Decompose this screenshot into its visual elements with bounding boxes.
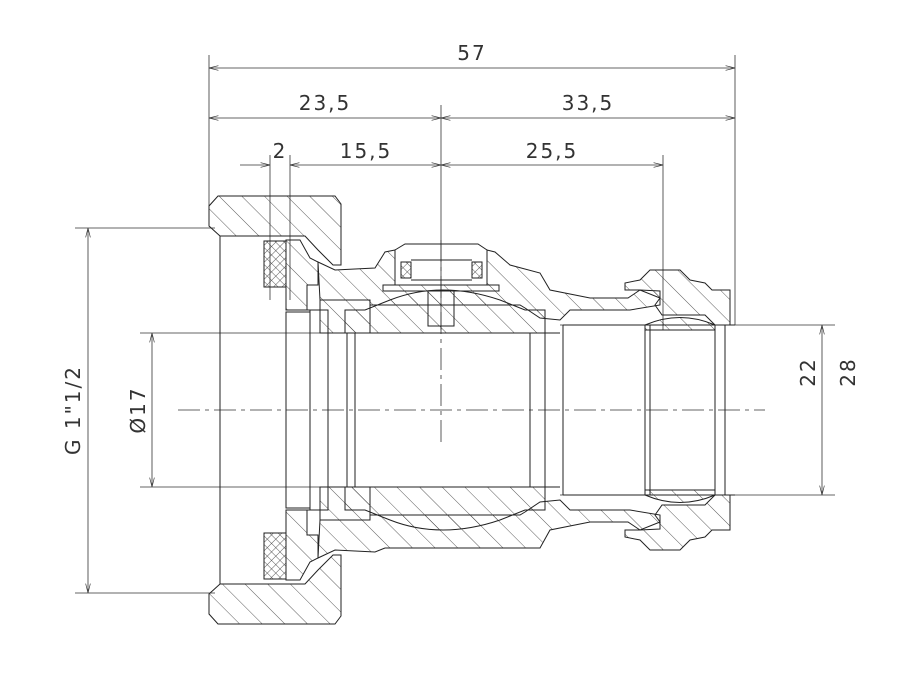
valve-stem xyxy=(382,243,500,327)
dim-left-inner: 15,5 xyxy=(340,139,393,163)
dimension-lines xyxy=(88,68,822,593)
gasket-top xyxy=(263,240,287,288)
valve-ball xyxy=(344,289,546,531)
dim-right-inner: 25,5 xyxy=(526,139,579,163)
dim-pipe-inner: 22 xyxy=(796,357,820,386)
dim-left-length: 23,5 xyxy=(299,91,352,115)
dim-overall-length: 57 xyxy=(457,41,486,65)
compression-nut xyxy=(624,269,731,551)
dim-thread: G 1"1/2 xyxy=(61,365,85,455)
dim-bore: Ø17 xyxy=(126,386,150,433)
dim-right-length: 33,5 xyxy=(562,91,615,115)
dim-gasket: 2 xyxy=(273,139,288,163)
union-nut xyxy=(208,195,342,625)
dim-pipe-outer: 28 xyxy=(836,357,860,386)
gasket-bottom xyxy=(263,532,287,580)
